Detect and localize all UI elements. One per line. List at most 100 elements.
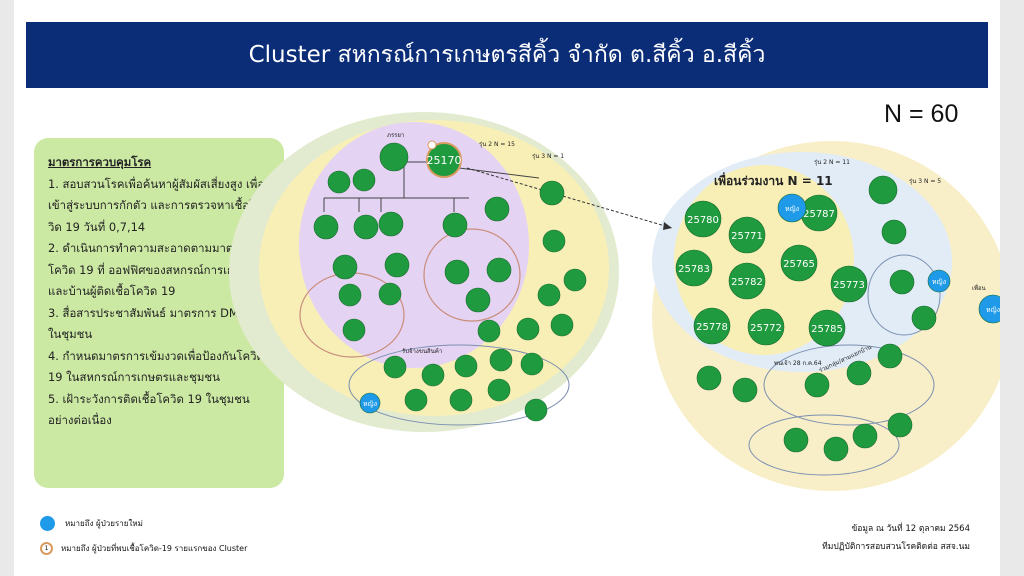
- coworker-case-node: [780, 244, 818, 282]
- contact-cases: [313, 142, 937, 462]
- contact-case-node: [484, 196, 510, 222]
- legend-first-case-label: หมายถึง ผู้ป่วยที่พบเชื้อโควิด-19 รายแรก…: [61, 544, 248, 553]
- contact-case-node: [539, 180, 565, 206]
- coworker-case-label: 25773: [833, 280, 865, 291]
- coworker-cases: 2578025771257872578325782257652577325778…: [675, 194, 868, 347]
- contact-case-node: [444, 259, 470, 285]
- new-case-node: [777, 193, 807, 223]
- new-case-label: หญิง: [986, 306, 1000, 314]
- contact-case-node: [379, 142, 409, 172]
- coworker-case-node: [747, 308, 785, 346]
- household-group-outline: [748, 414, 900, 476]
- gen2-right-label: รุ่น 2 N = 11: [814, 159, 850, 166]
- coworker-case-node: [693, 307, 731, 345]
- contact-case-node: [378, 282, 402, 306]
- contact-case-node: [378, 211, 404, 237]
- new-case-label: หญิง: [785, 205, 799, 213]
- legend-new-case: หมายถึง ผู้ป่วยรายใหม่: [40, 516, 143, 531]
- contact-case-node: [477, 319, 501, 343]
- contact-case-node: [442, 212, 468, 238]
- coworker-case-node: [675, 249, 713, 287]
- coworker-case-label: 25780: [687, 215, 719, 226]
- source-note: ข้อมูล ณ วันที่ 12 ตุลาคม 2564 ทีมปฏิบัต…: [822, 520, 970, 556]
- new-case-label: หญิง: [932, 278, 946, 286]
- measure-item-4: 4. กำหนดมาตรการเข้มงวดเพื่อป้องกันโควิด …: [48, 348, 264, 385]
- gen3-right-label: รุ่น 3 N = 5: [909, 178, 941, 185]
- contact-case-node: [563, 268, 587, 292]
- contact-case-node: [384, 252, 410, 278]
- coworker-case-node: [728, 216, 766, 254]
- contact-case-node: [465, 287, 491, 313]
- new-case-swatch: [40, 516, 55, 531]
- contact-case-node: [353, 214, 379, 240]
- relation-cousin: พนเจ้า 28 ก.ค.64: [774, 360, 822, 367]
- contact-case-node: [524, 398, 548, 422]
- contact-case-node: [332, 254, 358, 280]
- household-group-outline: [763, 344, 935, 426]
- legend-first-case: 1 หมายถึง ผู้ป่วยที่พบเชื้อโควิด-19 รายแ…: [40, 542, 247, 555]
- contact-case-node: [537, 283, 561, 307]
- contact-case-node: [520, 352, 544, 376]
- measure-item-5: 5. เฝ้าระวังการติดเชื้อโควิด 19 ในชุมชนอ…: [48, 391, 250, 428]
- index-case-node: [426, 142, 462, 178]
- coworker-case-node: [684, 200, 722, 238]
- new-case-node: [978, 294, 1000, 324]
- contact-case-node: [868, 175, 898, 205]
- contact-case-node: [881, 219, 907, 245]
- relation-coop-store: รับจ้างขนสินค้า: [402, 348, 442, 355]
- contact-case-node: [823, 436, 849, 462]
- contact-case-node: [404, 388, 428, 412]
- contact-case-node: [732, 377, 758, 403]
- contact-case-node: [516, 317, 540, 341]
- contact-case-node: [887, 412, 913, 438]
- contact-case-node: [489, 348, 513, 372]
- contact-case-node: [804, 372, 830, 398]
- contact-case-node: [550, 313, 574, 337]
- measure-item-1: 1. สอบสวนโรคเพื่อค้นหาผู้สัมผัสเสี่ยงสูง…: [48, 176, 265, 234]
- new-case-label: หญิง: [363, 400, 377, 408]
- gen3-left-label: รุ่น 3 N = 1: [532, 153, 564, 160]
- slide: Cluster สหกรณ์การเกษตรสีคิ้ว จำกัด ต.สีค…: [14, 0, 1000, 576]
- contact-case-node: [421, 363, 445, 387]
- source-team: ทีมปฏิบัติการสอบสวนโรคติดต่อ สสจ.นม: [822, 542, 970, 552]
- coworker-case-label: 25783: [678, 264, 710, 275]
- contact-case-node: [696, 365, 722, 391]
- coworker-case-label: 25782: [731, 277, 763, 288]
- new-case-node: [359, 392, 381, 414]
- relation-wife: ภรรยา: [387, 132, 404, 139]
- contact-case-node: [846, 360, 872, 386]
- contact-case-node: [911, 305, 937, 331]
- first-case-ring-mark: 1: [44, 545, 49, 552]
- arrow-head: [663, 222, 672, 230]
- coworker-case-label: 25778: [696, 322, 728, 333]
- transmission-diagram: 25170 รุ่น 2 N = 15 รุ่น 3 N = 1 รุ่น 2 …: [229, 112, 1000, 491]
- contact-case-node: [877, 343, 903, 369]
- contact-case-node: [313, 214, 339, 240]
- contact-case-node: [338, 283, 362, 307]
- contact-case-node: [889, 269, 915, 295]
- first-case-marker: [427, 140, 437, 150]
- measure-item-2: 2. ดำเนินการทำความสะอาดตามมาตรการโควิด 1…: [48, 241, 259, 298]
- total-count: N = 60: [884, 100, 959, 128]
- contact-case-node: [542, 229, 566, 253]
- contact-case-node: [852, 423, 878, 449]
- title-bar: Cluster สหกรณ์การเกษตรสีคิ้ว จำกัด ต.สีค…: [26, 22, 988, 88]
- contact-case-node: [327, 170, 351, 194]
- new-case-node: [927, 269, 951, 293]
- measures-heading: มาตรการควบคุมโรค: [48, 155, 152, 169]
- relation-friend: เพื่อน: [972, 284, 986, 292]
- coop-store-group-outline: [348, 344, 570, 426]
- contact-case-node: [449, 388, 473, 412]
- coworker-case-node: [728, 262, 766, 300]
- contact-case-node: [342, 318, 366, 342]
- coworker-case-label: 25785: [811, 324, 843, 335]
- index-case-label: 25170: [427, 154, 462, 167]
- contact-case-node: [454, 354, 478, 378]
- source-date: ข้อมูล ณ วันที่ 12 ตุลาคม 2564: [851, 524, 970, 534]
- family-group-outline: [423, 228, 521, 322]
- gen2-left-label: รุ่น 2 N = 15: [479, 141, 515, 148]
- new-cases: หญิงหญิงหญิงหญิง: [359, 193, 1000, 414]
- coworkers-label: เพื่อนร่วมงาน N = 11: [714, 172, 833, 188]
- legend-new-case-label: หมายถึง ผู้ป่วยรายใหม่: [65, 519, 143, 528]
- coworker-case-label: 25772: [750, 323, 782, 334]
